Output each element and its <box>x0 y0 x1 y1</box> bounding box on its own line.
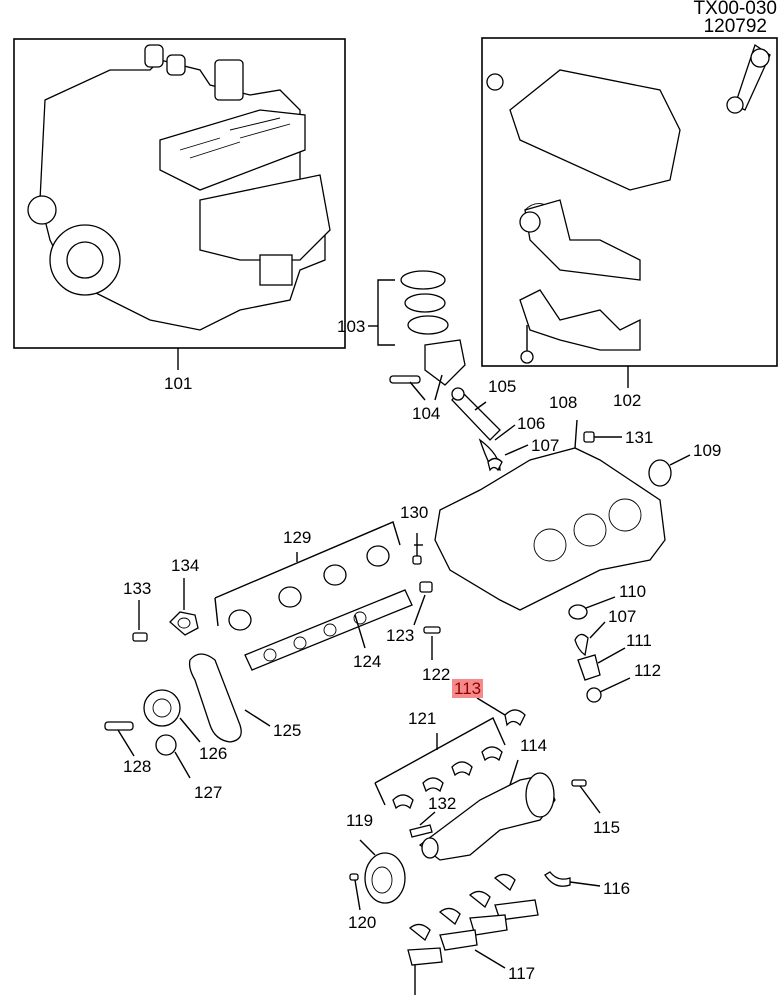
callout-106[interactable]: 106 <box>517 414 546 433</box>
main-caps-illustration <box>407 873 539 995</box>
callout-131[interactable]: 131 <box>625 428 654 447</box>
callout-133[interactable]: 133 <box>123 579 152 598</box>
callout-103[interactable]: 103 <box>337 317 366 336</box>
callout-107a[interactable]: 107 <box>531 436 560 455</box>
callout-122[interactable]: 122 <box>422 665 451 684</box>
callout-114[interactable]: 114 <box>520 736 548 755</box>
main-bearings-illustration <box>374 717 506 810</box>
callout-110[interactable]: 110 <box>619 582 647 601</box>
engine-assembly-illustration <box>27 44 331 331</box>
callout-126[interactable]: 126 <box>199 744 228 763</box>
callout-132[interactable]: 132 <box>428 794 457 813</box>
callout-121[interactable]: 121 <box>408 709 437 728</box>
bearing-insert-113 <box>504 709 526 727</box>
callout-112[interactable]: 112 <box>634 661 662 680</box>
camshaft-illustration <box>244 589 413 671</box>
bolt-128-illustration <box>104 721 134 731</box>
callout-111[interactable]: 111 <box>626 631 652 650</box>
callout-123[interactable]: 123 <box>386 626 415 645</box>
drawing-code: TX00-030 <box>693 0 777 19</box>
callout-120[interactable]: 120 <box>348 913 377 932</box>
crankshaft-sprocket-illustration <box>155 734 177 756</box>
engine-assembly-frame <box>13 38 346 370</box>
rod-cap-group-illustration <box>568 596 631 703</box>
thrust-bearing-illustration <box>544 871 571 887</box>
callout-109[interactable]: 109 <box>693 441 722 460</box>
callout-113-highlighted[interactable]: 113 <box>452 679 484 698</box>
piston-group-illustration <box>389 270 501 472</box>
key-132-illustration <box>409 824 433 838</box>
callout-129[interactable]: 129 <box>283 528 312 547</box>
rod-bearing-107a <box>487 457 503 472</box>
callout-117[interactable]: 117 <box>508 964 536 983</box>
callout-134[interactable]: 134 <box>171 556 200 575</box>
callout-128[interactable]: 128 <box>123 757 152 776</box>
balancer-illustration <box>364 852 406 904</box>
callout-119[interactable]: 119 <box>346 811 374 830</box>
bracket-103 <box>377 279 395 346</box>
crankshaft-illustration <box>418 759 556 861</box>
timing-chain-illustration <box>188 653 242 743</box>
short-block-illustration <box>486 43 771 364</box>
callout-102[interactable]: 102 <box>613 391 642 410</box>
drawing-date: 120792 <box>703 16 767 37</box>
key-120-illustration <box>349 873 359 881</box>
pin-115-illustration <box>571 779 587 787</box>
callout-116[interactable]: 116 <box>603 879 631 898</box>
short-block-frame <box>481 37 778 388</box>
callout-107b[interactable]: 107 <box>608 607 637 626</box>
camshaft-sprocket-illustration <box>143 689 181 727</box>
drawing-header: TX00-030 120792 <box>694 0 777 36</box>
cylinder-block-illustration <box>412 419 691 660</box>
callout-104[interactable]: 104 <box>412 404 441 423</box>
callout-115[interactable]: 115 <box>593 818 621 837</box>
callout-125[interactable]: 125 <box>273 721 302 740</box>
callout-130[interactable]: 130 <box>400 503 429 522</box>
thrust-plate-illustration <box>132 578 199 642</box>
callout-108[interactable]: 108 <box>549 393 578 412</box>
callout-101[interactable]: 101 <box>164 374 193 393</box>
callout-127[interactable]: 127 <box>194 783 223 802</box>
callout-124[interactable]: 124 <box>353 652 382 671</box>
camshaft-bearings-illustration <box>214 521 401 631</box>
callout-105[interactable]: 105 <box>488 377 517 396</box>
